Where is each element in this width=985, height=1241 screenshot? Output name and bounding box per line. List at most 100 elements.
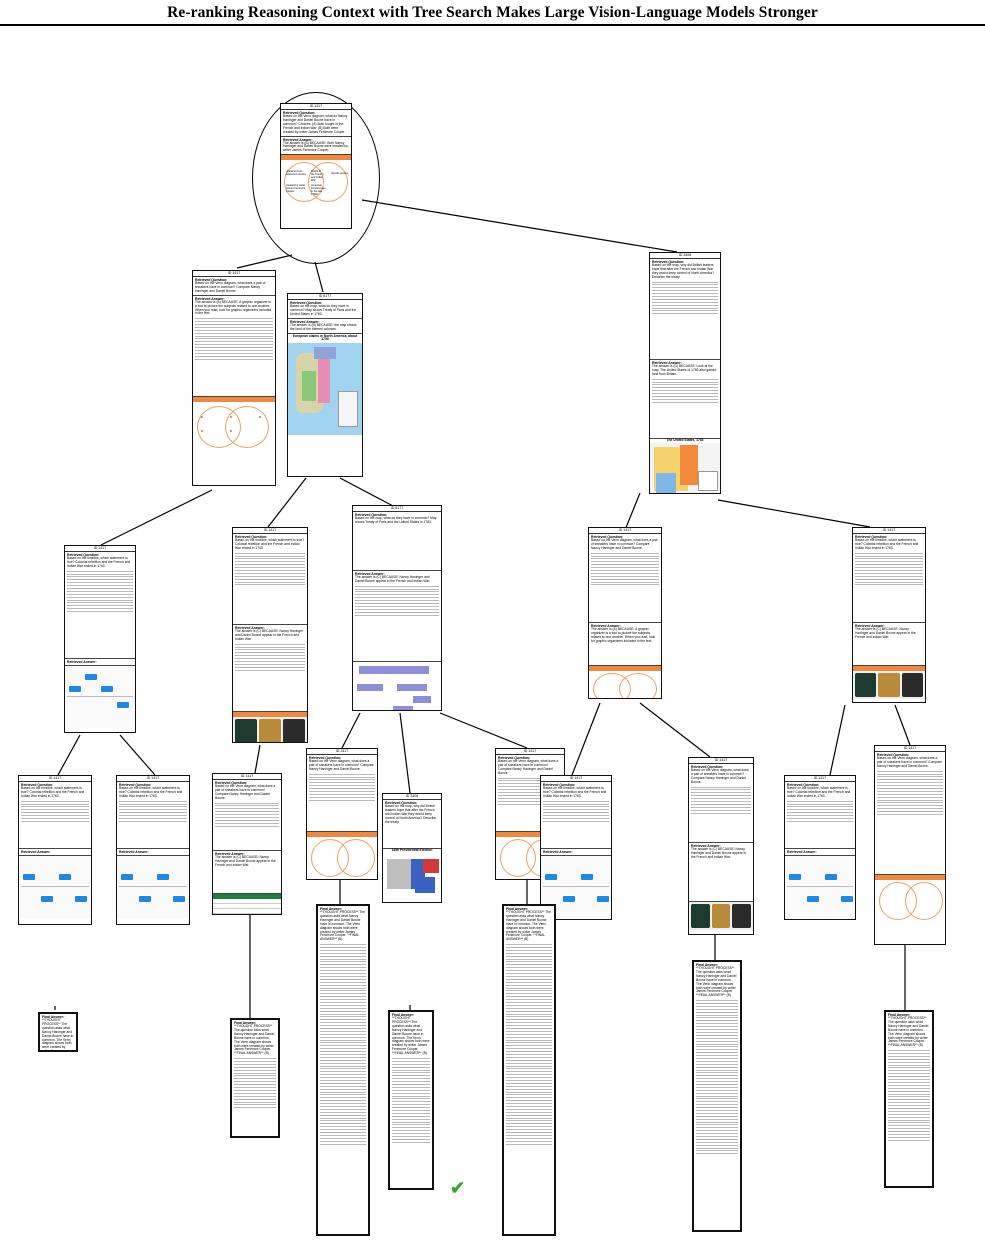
map-title: European claims in North America, about … xyxy=(292,333,358,342)
question-text: Based on the Venn diagram, what does a p… xyxy=(215,784,276,800)
image-header-bar xyxy=(281,155,351,161)
answer-text: The answer is (A) BECAUSE: A graphic org… xyxy=(195,299,272,316)
final-answer-heading: Final Answer: xyxy=(888,1013,911,1017)
title-rule xyxy=(0,24,985,26)
final-answer-text: **THOUGHT PROCESS** The question asks wh… xyxy=(696,966,737,998)
node-id: ID 1417 xyxy=(785,776,855,782)
timeline-image xyxy=(785,856,855,918)
answer-heading: Retrieved Answer: xyxy=(652,361,682,365)
retrieved-node-1: ID 1417 Retrieved Question: Based on the… xyxy=(192,270,276,486)
question-heading: Retrieved Question: xyxy=(652,260,685,264)
node-id: ID 3406 xyxy=(650,253,720,259)
question-text: Based on the timeline, which statement i… xyxy=(21,786,85,798)
answer-heading: Retrieved Answer: xyxy=(215,852,245,856)
edge-l3-b xyxy=(399,712,411,794)
question-heading: Retrieved Question: xyxy=(355,513,388,517)
question-text: Based on the timeline, which statement i… xyxy=(543,786,607,798)
final-answer-text: **THOUGHT PROCESS** The question asks wh… xyxy=(42,1018,74,1052)
food-image xyxy=(689,902,753,930)
final-answer-heading: Final Answer: xyxy=(696,963,719,967)
final-answer-text: **THOUGHT PROCESS** The question asks wh… xyxy=(506,910,551,942)
timeline-image xyxy=(65,666,135,728)
answer-text: The answer is (B) BECAUSE: Both Nancy Ha… xyxy=(283,140,348,153)
final-answer-6: Final Answer: **THOUGHT PROCESS** The qu… xyxy=(692,960,742,1232)
node-id: ID 1417 xyxy=(496,749,564,755)
question-heading: Retrieved Question: xyxy=(290,301,323,305)
question-heading: Retrieved Question: xyxy=(235,535,268,539)
node-id: ID 8177 xyxy=(288,294,362,300)
question-heading: Retrieved Question: xyxy=(215,781,248,785)
node-id: ID 1417 xyxy=(307,749,377,755)
final-answer-2: Final Answer: **THOUGHT PROCESS** The qu… xyxy=(230,1018,280,1138)
question-text: Based on the Venn diagram, what do Nancy… xyxy=(283,114,348,134)
retrieved-node-10: ID 1417 Retrieved Question: Based on the… xyxy=(116,775,190,925)
question-text: Based on the Venn diagram, what does a p… xyxy=(309,759,374,771)
image-header-bar xyxy=(496,832,564,837)
node-id: ID 1417 xyxy=(853,528,925,534)
question-heading: Retrieved Question: xyxy=(21,783,54,787)
edge-l4-b xyxy=(639,702,711,758)
image-header-bar xyxy=(307,832,377,837)
venn-diagram xyxy=(193,402,275,448)
edge-root-q1 xyxy=(236,254,293,269)
retrieved-node-7: ID 1417 Retrieved Question: Based on the… xyxy=(588,527,662,699)
answer-text: The answer is (C) BECAUSE: Nancy Haninge… xyxy=(235,629,304,641)
root-node: ID 1417 Retrieved Question: Based on the… xyxy=(280,103,352,229)
question-text: Based on the timeline, which statement i… xyxy=(855,538,919,550)
answer-text: The answer is (A) BECAUSE: A graphic org… xyxy=(591,627,656,643)
food-image xyxy=(233,717,307,742)
question-heading: Retrieved Question: xyxy=(119,783,152,787)
answer-heading: Retrieved Answer: xyxy=(283,137,313,142)
image-header-bar xyxy=(875,875,945,880)
question-heading: Retrieved Question: xyxy=(309,756,342,760)
answer-text: The answer is (C) BECAUSE: Nancy Haninge… xyxy=(855,627,916,639)
question-heading: Retrieved Question: xyxy=(195,278,228,282)
retrieved-node-16: ID 1417 Retrieved Question: Based on the… xyxy=(688,757,754,935)
retrieved-node-17: ID 1417 Retrieved Question: Based on the… xyxy=(784,775,856,920)
node-id: ID 1417 xyxy=(117,776,189,782)
node-id: ID 1417 xyxy=(233,528,307,534)
retrieved-node-13: ID 3406 Retrieved Question: Based on the… xyxy=(382,793,442,903)
node-id: ID 1417 xyxy=(213,774,281,780)
retrieved-node-6: ID 8177 Retrieved Question: Based on the… xyxy=(352,505,442,711)
node-id: ID 1417 xyxy=(281,104,351,110)
answer-heading: Retrieved Answer: xyxy=(591,624,621,628)
edge-root-q2 xyxy=(314,261,324,293)
question-text: Based on the timeline, which statement i… xyxy=(235,538,305,550)
final-answer-1: Final Answer: **THOUGHT PROCESS** The qu… xyxy=(38,1012,78,1052)
edge-root-q3 xyxy=(361,199,678,253)
retrieved-node-8: ID 1417 Retrieved Question: Based on the… xyxy=(852,527,926,703)
question-text: Based on the map, what do they have in c… xyxy=(290,304,357,316)
answer-heading: Retrieved Answer: xyxy=(195,296,225,301)
answer-text: The answer is (C) BECAUSE: Nancy Haninge… xyxy=(215,855,276,867)
question-heading: Retrieved Question: xyxy=(877,753,910,757)
image-header-bar xyxy=(853,666,925,671)
map-title: The United States, 1783 xyxy=(666,438,704,442)
timeline-image xyxy=(19,856,91,918)
final-answer-heading: Final Answer: xyxy=(392,1013,415,1017)
final-answer-text: **THOUGHT PROCESS** The question asks wh… xyxy=(234,1024,275,1056)
map-title: 1856 Presidential Election xyxy=(391,848,433,852)
node-id: ID 1417 xyxy=(875,746,945,752)
question-heading: Retrieved Question: xyxy=(855,535,888,539)
venn-right-label: real-life person xyxy=(331,172,349,176)
edge-l5-a xyxy=(829,704,846,776)
final-answer-text: **THOUGHT PROCESS** The question asks wh… xyxy=(888,1016,929,1048)
final-answer-4: Final Answer: **THOUGHT PROCESS** The qu… xyxy=(388,1010,434,1190)
retrieved-node-12: ID 1417 Retrieved Question: Based on the… xyxy=(306,748,378,880)
final-answer-3: Final Answer: **THOUGHT PROCESS** The qu… xyxy=(316,904,370,1236)
food-image xyxy=(853,671,925,699)
question-heading: Retrieved Question: xyxy=(591,535,624,539)
edge-q3-l4 xyxy=(624,492,641,531)
map-image xyxy=(383,852,441,901)
retrieved-node-9: ID 1417 Retrieved Question: Based on the… xyxy=(18,775,92,925)
question-text: Based on the map, why did British leader… xyxy=(385,804,437,824)
node-id: ID 1417 xyxy=(19,776,91,782)
question-heading: Retrieved Question: xyxy=(283,111,316,115)
retrieved-node-5: ID 1417 Retrieved Question: Based on the… xyxy=(232,527,308,743)
answer-heading: Retrieved Answer: xyxy=(67,660,97,664)
final-answer-heading: Final Answer: xyxy=(320,907,343,911)
flowchart-image xyxy=(353,662,441,710)
final-answer-text: **THOUGHT PROCESS** The question asks wh… xyxy=(320,910,365,942)
paper-title: Re-ranking Reasoning Context with Tree S… xyxy=(167,4,818,21)
